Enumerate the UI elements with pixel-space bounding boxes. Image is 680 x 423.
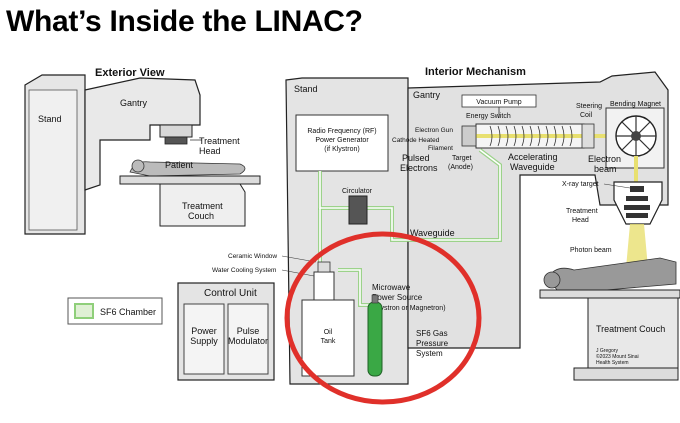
photon-beam-label: Photon beam (570, 247, 612, 254)
microwave-label-3: (Klystron or Magnetron) (372, 305, 446, 312)
ceramic-window-label: Ceramic Window (228, 253, 277, 260)
xray-target-label: X-ray target (562, 181, 599, 188)
exterior-couch-label-2: Couch (188, 211, 214, 221)
photon-beam (626, 224, 648, 268)
power-supply-label-2: Supply (190, 336, 218, 346)
pulse-modulator-label-2: Modulator (228, 336, 268, 346)
interior-mechanism: Interior Mechanism Stand Gantry Radio Fr… (212, 66, 680, 405)
highlight-circle (284, 231, 482, 405)
pulsed-label-1: Pulsed (402, 153, 430, 163)
vacuum-pump-label: Vacuum Pump (476, 99, 521, 106)
electron-beam-label-2: beam (594, 164, 617, 174)
steering-coil (581, 123, 595, 149)
credit-2: ©2023 Mount Sinai (596, 353, 639, 360)
water-cooling-label: Water Cooling System (212, 267, 276, 274)
credit-1: J Gregory (596, 348, 618, 354)
pulse-modulator-label-1: Pulse (237, 326, 260, 336)
microwave-label-2: Power Source (372, 293, 423, 302)
microwave-source (313, 271, 335, 301)
steering-label-1: Steering (576, 103, 602, 110)
accel-label-1: Accelerating (508, 152, 558, 162)
rf-label-1: Radio Frequency (RF) (307, 128, 376, 135)
sf6-cylinder (367, 301, 383, 377)
power-supply-box (183, 303, 225, 375)
power-supply-label-1: Power (191, 326, 217, 336)
exterior-couch-label-1: Treatment (182, 201, 223, 211)
rf-generator (295, 114, 389, 172)
circulator (348, 195, 368, 225)
pulsed-label-2: Electrons (400, 163, 438, 173)
target-label-2: (Anode) (448, 164, 473, 171)
cathode-label-1: Cathode Heated (392, 137, 440, 144)
electron-beam-label-1: Electron (588, 154, 621, 164)
interior-gantry-label: Gantry (413, 90, 441, 100)
energy-switch-label: Energy Switch (466, 113, 511, 120)
bending-magnet-label: Bending Magnet (610, 101, 661, 108)
head-label-1: Treatment (566, 208, 598, 215)
microwave-label-1: Microwave (372, 283, 411, 292)
exterior-gantry-label: Gantry (120, 98, 148, 108)
target-label-1: Target (452, 155, 472, 162)
oil-tank-label-2: Tank (321, 338, 336, 345)
sf6-label-3: System (416, 349, 443, 358)
legend: SF6 Chamber (67, 297, 163, 325)
control-unit: Control Unit Power Supply Pulse Modulato… (177, 282, 275, 381)
exterior-gantry (84, 77, 201, 191)
electron-gun (461, 125, 477, 147)
legend-swatch (74, 303, 94, 319)
exterior-stand-label: Stand (38, 114, 62, 124)
cathode-label-2: Filament (428, 145, 453, 152)
waveguide-label: Waveguide (410, 228, 455, 238)
sf6-label-2: Pressure (416, 339, 449, 348)
exterior-heading: Exterior View (95, 67, 165, 79)
interior-couch (587, 297, 679, 369)
oil-tank (301, 299, 355, 377)
exterior-treatment-head (164, 136, 188, 145)
oil-tank-label-1: Oil (324, 329, 333, 336)
head-label-2: Head (572, 217, 589, 224)
interior-stand-label: Stand (294, 84, 318, 94)
rf-label-3: (if Klystron) (324, 146, 359, 153)
exterior-head-label-1: Treatment (199, 136, 240, 146)
legend-label: SF6 Chamber (100, 307, 156, 317)
circulator-label: Circulator (342, 188, 373, 195)
rf-label-2: Power Generator (315, 137, 369, 144)
sf6-label-1: SF6 Gas (416, 329, 448, 338)
page-title: What’s Inside the LINAC? (6, 5, 363, 38)
interior-patient (547, 257, 677, 295)
credit-3: Health System (596, 360, 629, 366)
exterior-head-label-2: Head (199, 146, 221, 156)
interior-heading: Interior Mechanism (425, 66, 526, 78)
exterior-couch (159, 183, 246, 227)
interior-couch-label: Treatment Couch (596, 324, 665, 334)
steering-label-2: Coil (580, 112, 593, 119)
accel-label-2: Waveguide (510, 162, 555, 172)
exterior-patient-label: Patient (165, 160, 194, 170)
exterior-view: Exterior View Stand Gantry Treatment Hea… (24, 67, 261, 235)
control-unit-heading: Control Unit (204, 288, 257, 299)
pulse-modulator-box (227, 303, 269, 375)
electron-gun-label: Electron Gun (415, 127, 453, 134)
